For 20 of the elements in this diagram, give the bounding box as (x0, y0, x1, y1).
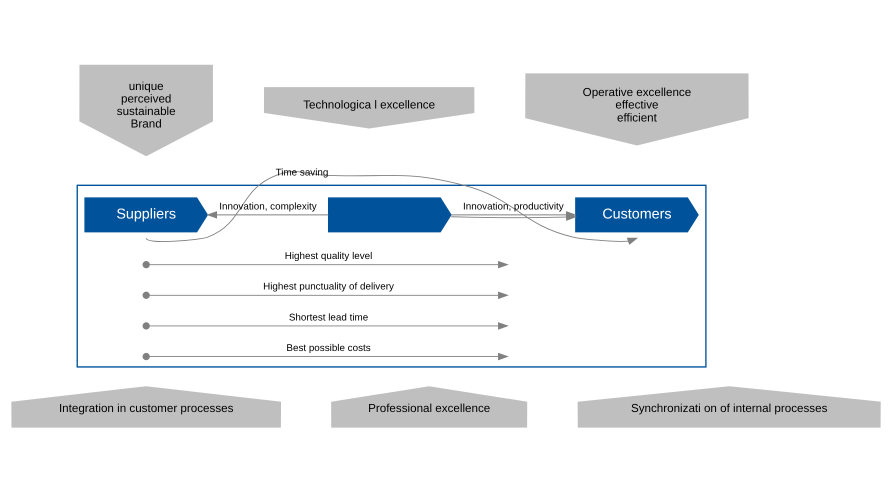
cluster (76, 184, 707, 368)
edge-label: Innovation, productivity (463, 200, 564, 212)
arrow (149, 322, 509, 330)
node-circle (142, 322, 150, 330)
edge-label: Shortest lead time (288, 312, 368, 323)
arrow (206, 210, 329, 218)
edge-label: Time saving (276, 166, 328, 178)
edge-label: Best possible costs (286, 342, 371, 354)
node-circle (142, 352, 150, 360)
node-circle (142, 291, 150, 298)
edge-label: Highest quality level (284, 250, 372, 262)
edge-label: Highest punctuality of delivery (263, 281, 394, 292)
arrow (149, 352, 509, 360)
arrow (146, 170, 638, 244)
arrow (149, 260, 509, 268)
node-circle (142, 260, 150, 268)
edge-label: Innovation, complexity (219, 200, 317, 212)
node-arrow (328, 196, 452, 232)
arrow (450, 212, 577, 220)
arrow (149, 291, 509, 299)
